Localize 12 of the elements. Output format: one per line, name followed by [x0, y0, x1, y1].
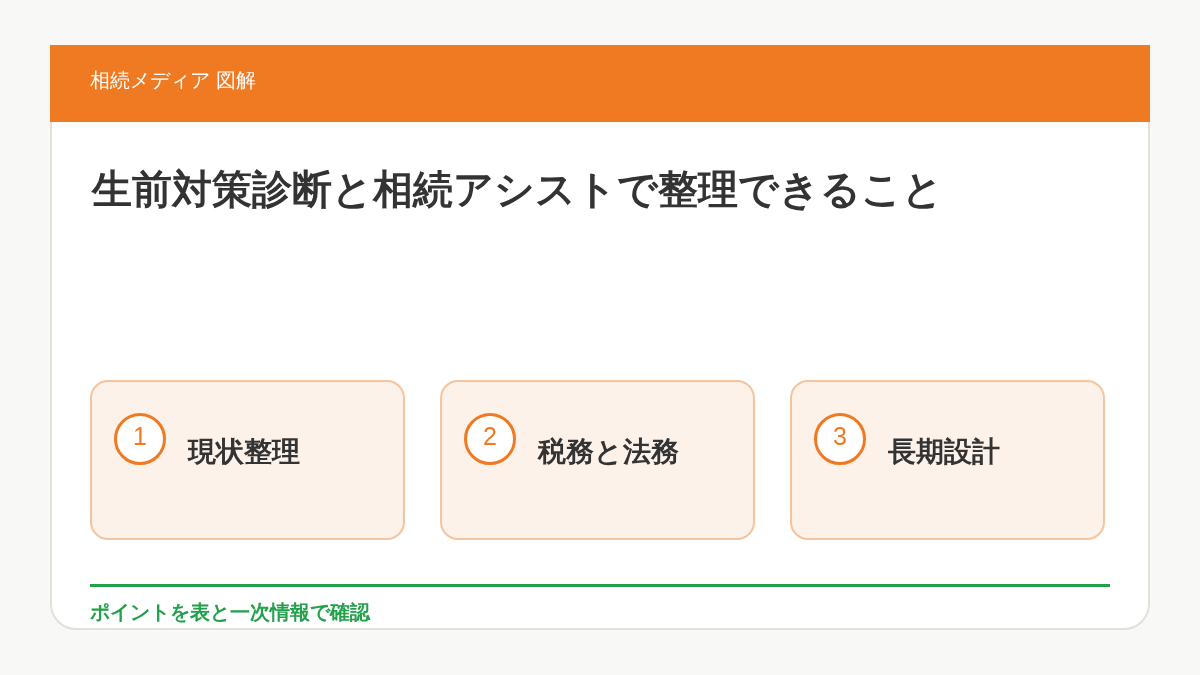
header-band: 相続メディア 図解 [50, 45, 1150, 122]
number-badge: 3 [814, 413, 866, 465]
page-title: 生前対策診断と相続アシストで整理できること [92, 165, 943, 214]
step-box [790, 380, 1105, 540]
step-box [90, 380, 405, 540]
step-box [440, 380, 755, 540]
step-label: 現状整理 [188, 435, 300, 469]
number-badge: 1 [114, 413, 166, 465]
footer-note: ポイントを表と一次情報で確認 [90, 599, 370, 625]
step-label: 長期設計 [888, 435, 1000, 469]
step-label: 税務と法務 [538, 435, 679, 469]
number-badge: 2 [464, 413, 516, 465]
